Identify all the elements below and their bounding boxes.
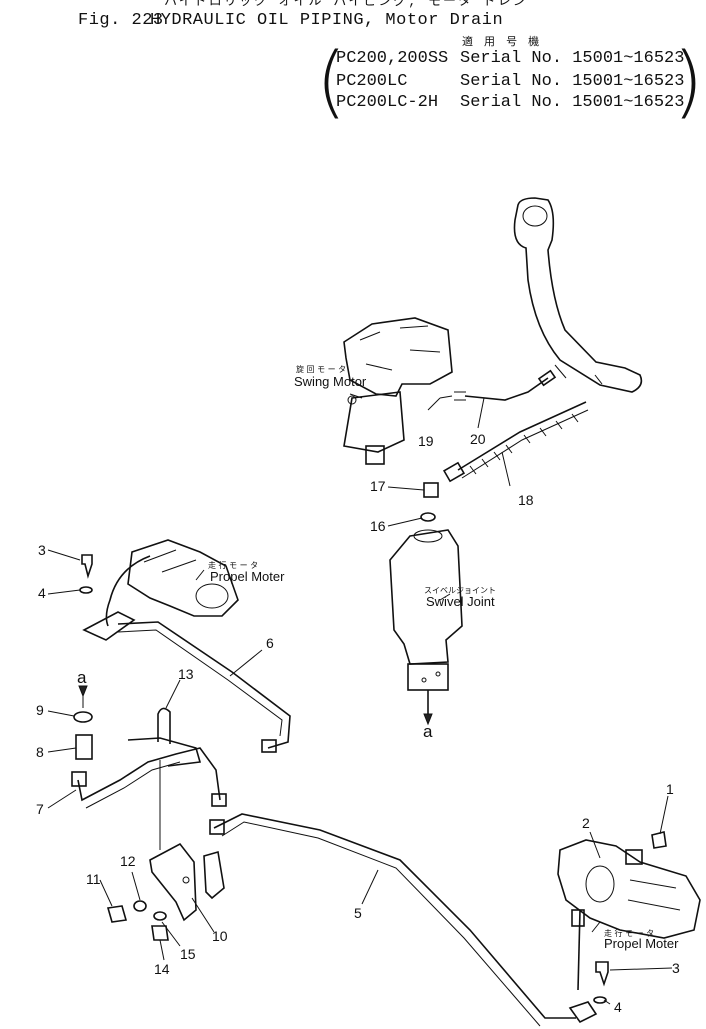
bolt-11 bbox=[106, 905, 128, 923]
callout-7: 7 bbox=[36, 801, 44, 817]
propel-motor-right-label: Propel Moter bbox=[604, 936, 679, 951]
callout-a-top: a bbox=[77, 668, 87, 687]
swivel-joint-label-jp: スイベルジョイント bbox=[424, 586, 496, 595]
pipe-13 bbox=[157, 707, 171, 744]
propel-motor-left-label-jp: 走 行 モ ー タ bbox=[208, 560, 258, 570]
figure-title: HYDRAULIC OIL PIPING, Motor Drain bbox=[150, 11, 504, 30]
elbow-17 bbox=[423, 482, 439, 498]
swing-motor-label: Swing Motor bbox=[294, 374, 367, 389]
washer-12 bbox=[133, 900, 147, 912]
elbow-1 bbox=[651, 831, 667, 849]
callout-13: 13 bbox=[178, 666, 194, 682]
washer-15 bbox=[153, 911, 167, 921]
japanese-title: ハイドロリック オイル パイピング, モータ ドレン bbox=[164, 0, 528, 9]
callout-11: 11 bbox=[86, 871, 101, 887]
o-ring-16 bbox=[420, 512, 436, 522]
callout-3-left: 3 bbox=[38, 542, 46, 558]
hose-18 bbox=[442, 401, 589, 483]
callout-16: 16 bbox=[370, 518, 386, 534]
callout-5: 5 bbox=[354, 905, 362, 921]
callout-1: 1 bbox=[666, 781, 674, 797]
callout-20: 20 bbox=[470, 431, 486, 447]
callout-4-left: 4 bbox=[38, 585, 46, 601]
pipe-5 bbox=[213, 813, 576, 1019]
callout-18: 18 bbox=[518, 492, 534, 508]
callout-8: 8 bbox=[36, 744, 44, 760]
left-parenthesis: ( bbox=[316, 37, 347, 127]
callout-3-right: 3 bbox=[672, 960, 680, 976]
bracket-left bbox=[82, 611, 136, 641]
bracket-right bbox=[568, 1001, 598, 1024]
propel-motor-left bbox=[105, 539, 239, 627]
washer-4-left bbox=[79, 586, 93, 594]
swing-motor bbox=[343, 317, 453, 465]
bolt-3-left bbox=[81, 554, 93, 579]
nut-14 bbox=[151, 925, 169, 941]
o-ring-9 bbox=[73, 711, 93, 723]
callout-9: 9 bbox=[36, 702, 44, 718]
applicable-label: 適 用 号 機 bbox=[462, 36, 544, 48]
adapter-8 bbox=[75, 734, 93, 760]
callout-4-right: 4 bbox=[614, 999, 622, 1015]
callout-19: 19 bbox=[418, 433, 434, 449]
bolt-3-right bbox=[595, 961, 609, 987]
swivel-joint bbox=[389, 529, 463, 726]
callout-a-bottom: a bbox=[423, 722, 433, 741]
return-pipe-elbow bbox=[513, 197, 643, 393]
swivel-joint-label: Swivel Joint bbox=[426, 594, 495, 609]
callout-14: 14 bbox=[154, 961, 170, 977]
figure-number: Fig. 223 bbox=[78, 11, 164, 30]
pipe-6 bbox=[117, 621, 291, 749]
washer-4-right bbox=[593, 996, 607, 1004]
callout-12: 12 bbox=[120, 853, 136, 869]
bracket-10 bbox=[149, 760, 225, 922]
callout-17: 17 bbox=[370, 478, 386, 494]
drain-hose-20 bbox=[464, 377, 549, 401]
swing-motor-label-jp: 旋 回 モ ー タ bbox=[296, 364, 346, 374]
callout-10: 10 bbox=[212, 928, 228, 944]
figure-title-line: Fig. 223HYDRAULIC OIL PIPING, Motor Drai… bbox=[78, 11, 503, 31]
propel-motor-right bbox=[557, 839, 701, 991]
callout-2: 2 bbox=[582, 815, 590, 831]
pipe-7 bbox=[77, 747, 221, 802]
callout-6: 6 bbox=[266, 635, 274, 651]
propel-motor-left-label: Propel Moter bbox=[210, 569, 285, 584]
propel-motor-right-label-jp: 走 行 モ ー タ bbox=[604, 928, 654, 938]
right-parenthesis: ) bbox=[673, 37, 704, 127]
callout-15: 15 bbox=[180, 946, 196, 962]
leader-lines bbox=[47, 393, 673, 1005]
